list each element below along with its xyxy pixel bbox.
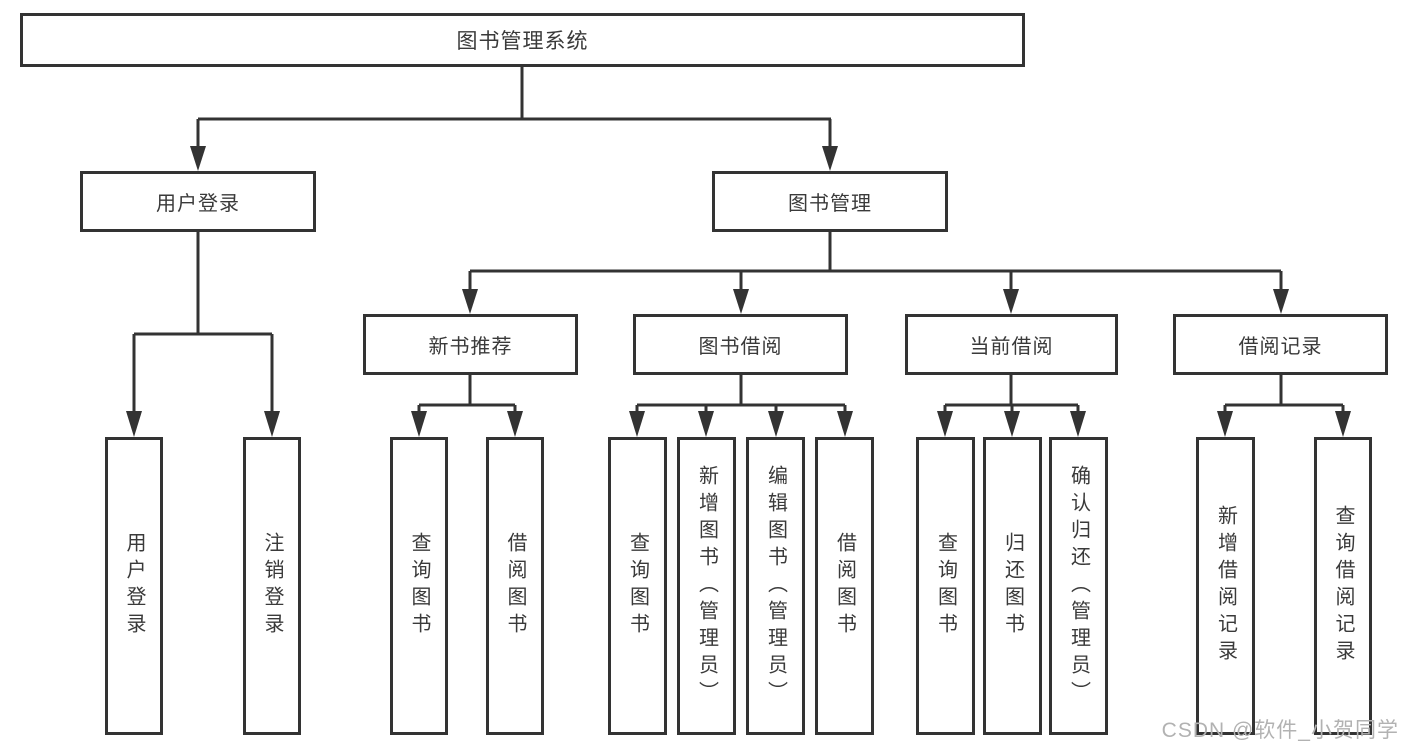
node-label: 图书管理: [788, 193, 872, 215]
node-label: 用户登录: [156, 193, 240, 215]
arrowhead-down-icon: [1217, 411, 1233, 437]
node-label: 图书借阅: [698, 336, 783, 358]
arrowhead-down-icon: [733, 289, 749, 314]
arrowhead-down-icon: [629, 411, 645, 437]
connector-borrow-records: [1223, 374, 1345, 413]
arrowhead-down-icon: [822, 146, 838, 171]
node-label: 图书管理系统: [456, 30, 589, 53]
node-label: 新书推荐: [428, 336, 513, 358]
node-label: 借阅图书: [504, 532, 526, 640]
leaf-add-borrow-record: 新增借阅记录: [1196, 437, 1255, 735]
leaf-borrow-books-1: 借阅图书: [486, 437, 544, 735]
node-label: 新增图书（管理员）: [695, 464, 718, 708]
node-book-management: 图书管理: [712, 171, 948, 232]
leaf-query-books-3: 查询图书: [916, 437, 975, 735]
connector-user-login: [132, 232, 274, 413]
csdn-watermark: CSDN @软件_小贺同学: [1161, 719, 1399, 742]
leaf-query-books-1: 查询图书: [390, 437, 448, 735]
node-label: 查询图书: [934, 532, 957, 640]
node-label: 借阅记录: [1238, 336, 1323, 358]
node-label: 确认归还（管理员）: [1067, 464, 1090, 708]
connector-book-management: [468, 232, 1283, 290]
node-label: 查询图书: [626, 532, 649, 640]
node-library-management-system: 图书管理系统: [20, 13, 1025, 67]
arrowhead-down-icon: [837, 411, 853, 437]
node-user-login-group: 用户登录: [80, 171, 316, 232]
node-label: 新增借阅记录: [1214, 505, 1237, 667]
arrowhead-down-icon: [1335, 411, 1351, 437]
node-book-borrow: 图书借阅: [633, 314, 848, 375]
arrowhead-down-icon: [190, 146, 206, 171]
arrowhead-down-icon: [698, 411, 714, 437]
arrowhead-down-icon: [462, 289, 478, 314]
node-label: 编辑图书（管理员）: [764, 464, 787, 708]
leaf-query-books-2: 查询图书: [608, 437, 667, 735]
arrowhead-down-icon: [1273, 289, 1289, 314]
leaf-user-login: 用户登录: [105, 437, 163, 735]
arrowhead-down-icon: [768, 411, 784, 437]
leaf-return-books: 归还图书: [983, 437, 1042, 735]
node-current-borrow: 当前借阅: [905, 314, 1118, 375]
connector-book-borrow: [635, 374, 847, 413]
node-label: 借阅图书: [833, 532, 856, 640]
leaf-add-books-admin: 新增图书（管理员）: [677, 437, 736, 735]
node-label: 用户登录: [123, 532, 145, 640]
arrowhead-down-icon: [1003, 289, 1019, 314]
node-new-book-recommend: 新书推荐: [363, 314, 578, 375]
connector-new-book-recommend: [417, 374, 517, 413]
connector-root: [196, 67, 832, 147]
leaf-logout: 注销登录: [243, 437, 301, 735]
arrowhead-down-icon: [126, 411, 142, 437]
node-label: 当前借阅: [969, 336, 1054, 358]
arrowhead-down-icon: [1004, 411, 1020, 437]
node-borrow-records: 借阅记录: [1173, 314, 1388, 375]
arrowhead-down-icon: [411, 411, 427, 437]
connector-current-borrow: [943, 374, 1080, 413]
arrowhead-down-icon: [264, 411, 280, 437]
leaf-query-borrow-record: 查询借阅记录: [1314, 437, 1372, 735]
leaf-confirm-return-admin: 确认归还（管理员）: [1049, 437, 1108, 735]
leaf-borrow-books-2: 借阅图书: [815, 437, 874, 735]
arrowhead-down-icon: [937, 411, 953, 437]
node-label: 查询图书: [408, 532, 430, 640]
node-label: 查询借阅记录: [1332, 505, 1354, 667]
node-label: 注销登录: [261, 532, 283, 640]
node-label: 归还图书: [1001, 532, 1024, 640]
arrowhead-down-icon: [1070, 411, 1086, 437]
arrowhead-down-icon: [507, 411, 523, 437]
leaf-edit-books-admin: 编辑图书（管理员）: [746, 437, 805, 735]
